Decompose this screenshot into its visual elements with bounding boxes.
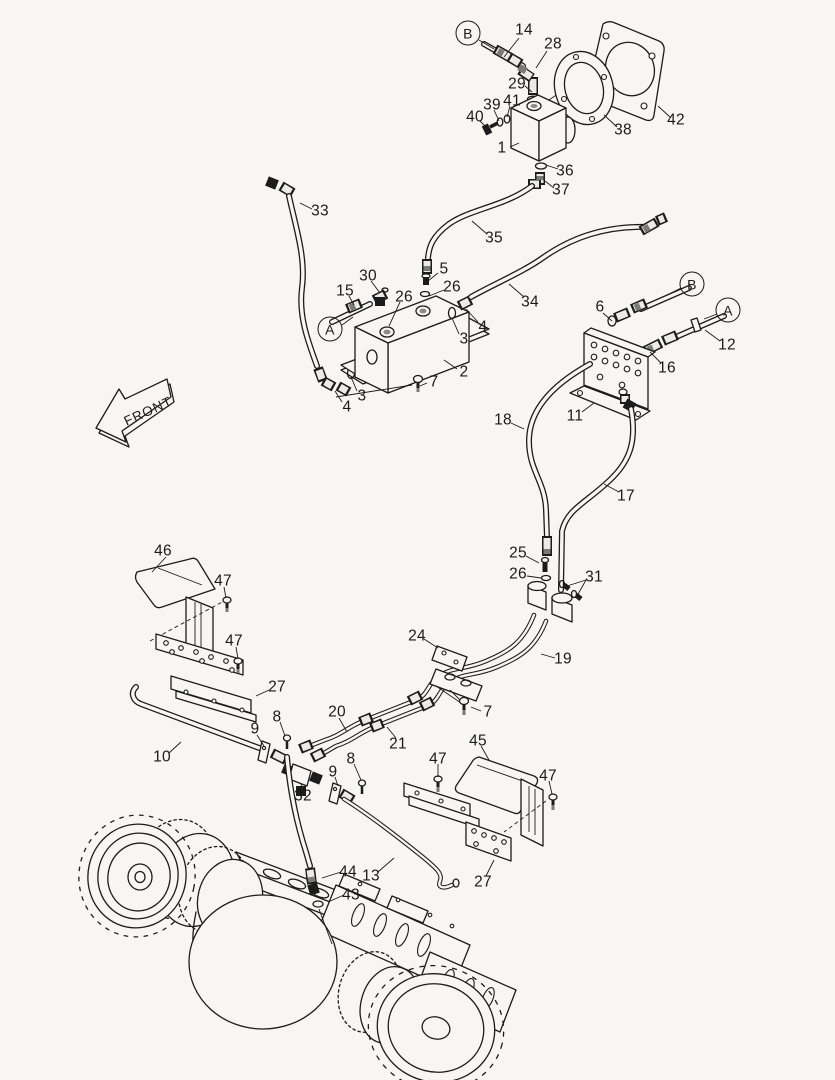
callout-47-d: 47 [539, 767, 557, 785]
callout-letter-a-left: A [317, 316, 343, 342]
callout-27-a: 27 [268, 678, 286, 696]
callout-34: 34 [521, 293, 539, 311]
callout-33: 33 [311, 202, 329, 220]
callout-38: 38 [614, 121, 632, 139]
callout-7-a: 7 [429, 373, 439, 391]
callout-46: 46 [154, 542, 172, 560]
callout-18: 18 [494, 411, 512, 429]
callout-28: 28 [544, 35, 562, 53]
callout-47-b: 47 [225, 632, 243, 650]
callout-24: 24 [408, 627, 426, 645]
callout-letter-b-top: B [455, 20, 481, 46]
callout-47-c: 47 [429, 750, 447, 768]
callout-30: 30 [359, 267, 377, 285]
callout-4-b: 4 [342, 398, 352, 416]
callout-3-b: 3 [357, 387, 367, 405]
callout-26-b: 26 [395, 288, 413, 306]
callout-letter-a-right: A [715, 297, 741, 323]
callout-4-a: 4 [478, 318, 488, 336]
leader-lines [151, 37, 721, 903]
callout-40: 40 [466, 108, 484, 126]
callout-42: 42 [667, 111, 685, 129]
callout-8-a: 8 [272, 708, 282, 726]
callout-35: 35 [485, 229, 503, 247]
callout-1: 1 [497, 139, 507, 157]
callout-36: 36 [556, 162, 574, 180]
brake-valve-group [484, 21, 665, 189]
callout-9-a: 9 [250, 720, 260, 738]
callout-9-b: 9 [328, 763, 338, 781]
left-bracket-group [134, 557, 257, 723]
axle-assembly [78, 814, 517, 1080]
callout-26-a: 26 [443, 278, 461, 296]
callout-26-c: 26 [509, 565, 527, 583]
reservoir-tank-group [265, 176, 532, 398]
callout-10: 10 [153, 748, 171, 766]
callout-32: 32 [294, 787, 312, 805]
callout-16: 16 [658, 359, 676, 377]
callout-letter-b-right: B [679, 271, 705, 297]
callout-39: 39 [483, 96, 501, 114]
callout-29: 29 [508, 75, 526, 93]
callout-25: 25 [509, 544, 527, 562]
callout-12: 12 [718, 336, 736, 354]
callout-11: 11 [566, 407, 584, 425]
callout-37: 37 [552, 181, 570, 199]
callout-27-b: 27 [474, 873, 492, 891]
callout-15: 15 [336, 282, 354, 300]
callout-14: 14 [515, 21, 533, 39]
callout-44: 44 [339, 863, 357, 881]
callout-43: 43 [342, 886, 360, 904]
brake-pipes-group [298, 615, 546, 763]
callout-31: 31 [585, 568, 603, 586]
callout-19: 19 [554, 650, 572, 668]
right-bracket-group [403, 756, 558, 862]
callout-21: 21 [389, 735, 407, 753]
callout-17: 17 [617, 487, 635, 505]
callout-5: 5 [439, 260, 449, 278]
callout-47-a: 47 [214, 572, 232, 590]
callout-45: 45 [469, 732, 487, 750]
callout-8-b: 8 [346, 750, 356, 768]
front-direction-arrow: FRONT [95, 378, 175, 448]
callout-3-a: 3 [459, 330, 469, 348]
callout-20: 20 [328, 703, 346, 721]
callout-41: 41 [503, 92, 521, 110]
callout-2: 2 [459, 363, 469, 381]
center-hose-cluster [528, 364, 633, 623]
callout-7-b: 7 [483, 703, 493, 721]
right-hose-bracket-group [471, 212, 724, 421]
lower-tube-group [133, 687, 460, 945]
callout-13: 13 [362, 867, 380, 885]
callout-6: 6 [595, 298, 605, 316]
